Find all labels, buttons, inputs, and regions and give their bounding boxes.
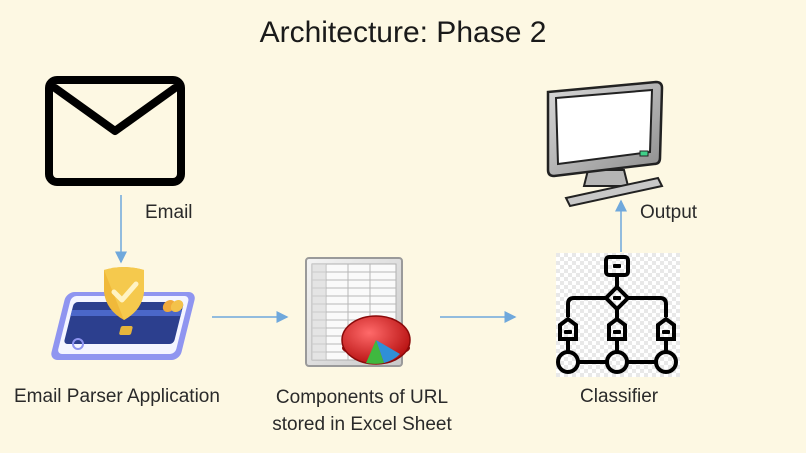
flowchart-tree-icon bbox=[556, 253, 680, 377]
envelope-icon bbox=[45, 76, 185, 186]
parser-label: Email Parser Application bbox=[14, 386, 220, 407]
diagram-title: Architecture: Phase 2 bbox=[259, 16, 547, 49]
monitor-icon bbox=[546, 80, 664, 208]
mobile-payment-shield-icon bbox=[51, 267, 195, 360]
spreadsheet-chart-icon bbox=[305, 257, 411, 367]
excel-label-line1: Components of URL bbox=[275, 387, 449, 408]
classifier-label: Classifier bbox=[580, 386, 659, 407]
email-edge-label: Email bbox=[145, 202, 193, 223]
excel-label: Components of URL stored in Excel Sheet bbox=[262, 384, 462, 438]
excel-label-line2: stored in Excel Sheet bbox=[272, 414, 452, 435]
output-edge-label: Output bbox=[640, 202, 698, 223]
